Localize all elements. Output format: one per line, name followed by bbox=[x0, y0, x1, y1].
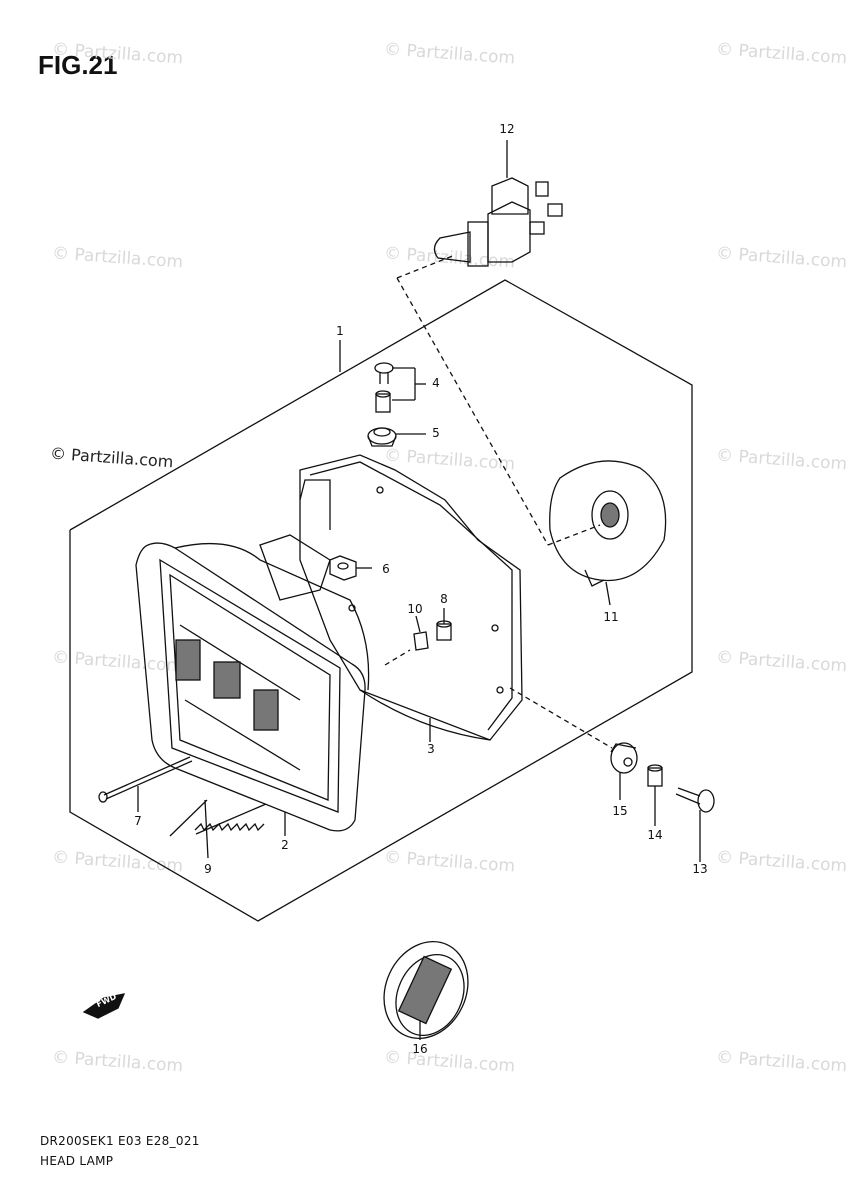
nut-part-10 bbox=[413, 631, 429, 651]
part-number-14: 14 bbox=[647, 828, 663, 842]
assembly-outline bbox=[69, 279, 693, 922]
bulb-part-12 bbox=[433, 177, 563, 267]
part-number-12: 12 bbox=[499, 122, 515, 136]
socket-cover-part-11 bbox=[549, 460, 667, 587]
part-number-1: 1 bbox=[336, 324, 344, 338]
leader-lines bbox=[137, 140, 701, 1040]
dashed-guides bbox=[384, 254, 613, 749]
grommet-part-5 bbox=[367, 427, 397, 447]
part-number-3: 3 bbox=[427, 742, 435, 756]
grommet-part-6 bbox=[329, 555, 357, 581]
part-number-13: 13 bbox=[692, 862, 708, 876]
part-number-16: 16 bbox=[412, 1042, 428, 1056]
bolt-part-13 bbox=[675, 787, 715, 813]
figure-title: FIG.21 bbox=[38, 50, 118, 80]
fwd-arrow-icon bbox=[82, 993, 126, 1019]
part-number-5: 5 bbox=[432, 426, 440, 440]
housing-part-3 bbox=[299, 454, 523, 741]
part-number-2: 2 bbox=[281, 838, 289, 852]
diagram-code: DR200SEK1 E03 E28_021 bbox=[40, 1134, 200, 1148]
grommet-part-15 bbox=[610, 742, 638, 774]
part-number-11: 11 bbox=[603, 610, 619, 624]
collar-part-14 bbox=[647, 764, 663, 787]
lamp-unit-part-2 bbox=[135, 534, 370, 832]
part-number-9: 9 bbox=[204, 862, 212, 876]
reflector-part-16 bbox=[383, 940, 469, 1040]
part-number-6: 6 bbox=[382, 562, 390, 576]
screw-part-4 bbox=[374, 362, 394, 413]
part-number-8: 8 bbox=[440, 592, 448, 606]
part-number-7: 7 bbox=[134, 814, 142, 828]
adjusting-screw-part-7 bbox=[98, 756, 193, 803]
part-number-10: 10 bbox=[407, 602, 423, 616]
part-number-15: 15 bbox=[612, 804, 628, 818]
part-number-4: 4 bbox=[432, 376, 440, 390]
diagram-name: HEAD LAMP bbox=[40, 1154, 114, 1168]
